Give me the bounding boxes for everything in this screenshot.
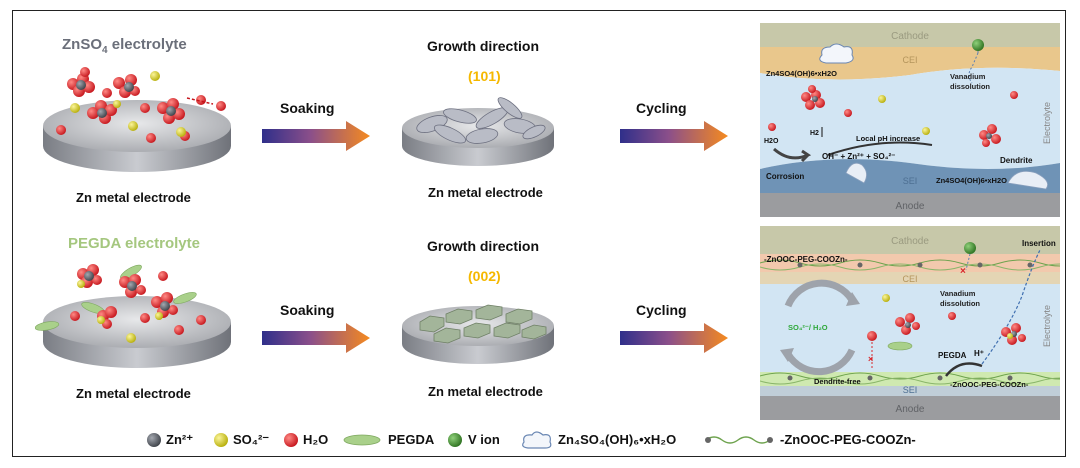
- row2-growth-direction: Growth direction: [427, 238, 539, 254]
- row2-vanadium-label: Vanadium: [940, 289, 976, 298]
- row2-electrode-mid-caption: Zn metal electrode: [428, 384, 543, 399]
- row2-step-cycling: Cycling: [636, 302, 687, 318]
- row2-pegda-label: PEGDA: [938, 351, 967, 360]
- row1-cei-label: CEI: [902, 55, 917, 65]
- row2-electrolyte-side-label: Electrolyte: [1042, 305, 1052, 347]
- svg-text:×: ×: [868, 354, 873, 364]
- row1-anode-label: Anode: [896, 201, 925, 212]
- legend-zn-label: Zn²⁺: [166, 432, 194, 447]
- row2-electrode-illustration: [35, 264, 231, 368]
- row1-electrode-left-caption: Zn metal electrode: [76, 190, 191, 205]
- row1-dendrite-label: Dendrite: [1000, 156, 1033, 165]
- legend-so4-icon: [214, 433, 228, 447]
- row1-byproduct-bottom: Zn4SO4(OH)6•xH2O: [936, 176, 1007, 185]
- row1-electrode-illustration: [43, 67, 231, 172]
- row1-corrosion-label: Corrosion: [766, 172, 804, 181]
- row1-h2o-label: H2O: [764, 138, 779, 145]
- row1-electrode-mid-caption: Zn metal electrode: [428, 185, 543, 200]
- row1-sei-label: SEI: [903, 176, 918, 186]
- figure-frame: [12, 10, 1066, 457]
- row1-electrolyte-side-label: Electrolyte: [1042, 102, 1052, 144]
- row1-vanadium-label: Vanadium: [950, 72, 986, 81]
- row1-orientation-label: (101): [468, 68, 501, 84]
- row1-byproduct-cloud-icon: [819, 43, 854, 64]
- legend-byproduct-label: Zn₄SO₄(OH)₆•xH₂O: [558, 432, 677, 447]
- row2-electrode-left-caption: Zn metal electrode: [76, 386, 191, 401]
- row2-battery-panel: Cathode Anode -ZnOOC-PEG-COOZn- CEI SEI …: [760, 226, 1060, 420]
- row2-so4-h2o-label: SO₄²⁻/ H₂O: [788, 323, 828, 332]
- legend-zn-icon: [147, 433, 161, 447]
- row2-soaking-arrow-icon: [262, 323, 370, 353]
- row2-dissolution-label: dissolution: [940, 299, 980, 308]
- legend-so4-label: SO₄²⁻: [233, 432, 270, 447]
- row2-cycling-arrow-icon: [620, 323, 728, 353]
- row2-block-mark: ×: [960, 266, 966, 277]
- row2-orientation-label: (002): [468, 268, 501, 284]
- row1-byproduct-top: Zn4SO4(OH)6•xH2O: [766, 69, 837, 78]
- row1-cycling-arrow-icon: [620, 121, 728, 151]
- row2-interlayer-top: -ZnOOC-PEG-COOZn-: [764, 255, 848, 264]
- legend-byproduct-cloud-icon: [522, 431, 552, 449]
- row1-cathode-label: Cathode: [891, 31, 929, 42]
- row2-interlayer-bottom: -ZnOOC-PEG-COOZn-: [950, 380, 1029, 389]
- row2-electrolyte-label: PEGDA electrolyte: [68, 235, 200, 252]
- row2-anode-label: Anode: [896, 404, 925, 415]
- row2-cei-label: CEI: [902, 274, 917, 284]
- legend: Zn²⁺ SO₄²⁻ H₂O PEGDA V ion Zn₄SO₄(OH)₆•x…: [0, 428, 1080, 454]
- row2-cathode-label: Cathode: [891, 236, 929, 247]
- row1-dissolution-label: dissolution: [950, 82, 990, 91]
- row2-insertion-label: Insertion: [1022, 239, 1056, 248]
- legend-chain-icon: [705, 436, 773, 444]
- row2-grown-electrode-002: [402, 304, 554, 364]
- legend-h2o-label: H₂O: [303, 432, 329, 447]
- row2-sei-label: SEI: [903, 385, 918, 395]
- row1-h2-label: H2: [810, 130, 819, 137]
- legend-v-ion-icon: [448, 433, 462, 447]
- row1-v-ion-icon: [972, 39, 984, 51]
- row1-local-ph-label: Local pH increase: [856, 134, 920, 143]
- row1-soaking-arrow-icon: [262, 121, 370, 151]
- row2-dendrite-free-label: Dendrite-free: [814, 377, 861, 386]
- row1-growth-direction: Growth direction: [427, 38, 539, 54]
- legend-h2o-icon: [284, 433, 298, 447]
- row2-v-ion-icon: [964, 242, 976, 254]
- row2-hplus-label: H⁺: [974, 349, 984, 358]
- row2-step-soaking: Soaking: [280, 302, 335, 318]
- row1-battery-panel: Cathode Anode CEI SEI Electrolyte Zn4SO4…: [760, 23, 1060, 217]
- row1-electrolyte-label: ZnSO4 electrolyte: [62, 36, 187, 56]
- row1-oh-equation: OH⁻ + Zn²⁺ + SO₄²⁻: [822, 152, 895, 161]
- row1-step-cycling: Cycling: [636, 100, 687, 116]
- legend-pegda-icon: [343, 434, 381, 446]
- legend-chain-label: -ZnOOC-PEG-COOZn-: [780, 432, 916, 447]
- legend-pegda-label: PEGDA: [388, 432, 435, 447]
- row1-step-soaking: Soaking: [280, 100, 335, 116]
- legend-v-ion-label: V ion: [468, 432, 500, 447]
- row1-grown-electrode-101: [402, 97, 554, 166]
